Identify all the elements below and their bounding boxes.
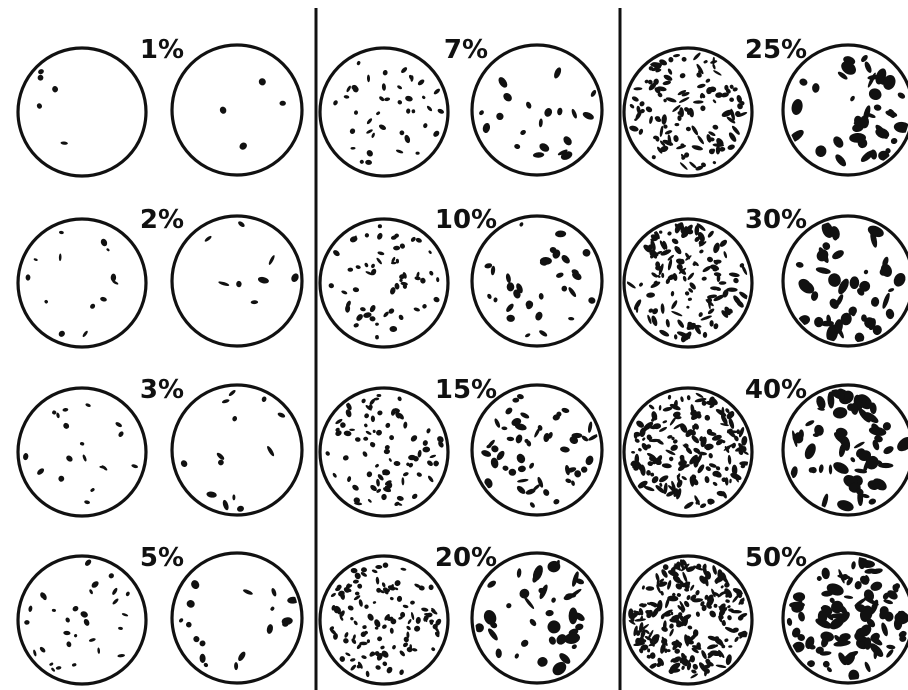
panel-1pct: 1% (18, 35, 302, 176)
panel-15pct: 15% (320, 375, 602, 516)
percentage-label: 20% (435, 543, 497, 573)
percentage-label: 15% (435, 375, 497, 405)
spot (809, 645, 815, 650)
percentage-label: 3% (140, 375, 184, 405)
sample-circle-coarse-spots (783, 45, 908, 175)
percentage-label: 25% (745, 35, 807, 65)
circle-outline (172, 385, 302, 515)
spot (382, 472, 386, 475)
sample-circle-coarse-spots (783, 216, 908, 346)
spot (375, 565, 382, 569)
percentage-label: 40% (745, 375, 807, 405)
sample-circle-fine-spots (320, 556, 448, 684)
circle-outline (18, 219, 146, 347)
sample-circle-coarse-spots (472, 553, 602, 683)
panel-5pct: 5% (18, 543, 302, 684)
spot (378, 224, 382, 228)
panel-grid: 1% 2% 3% 5% 7% 10% 15% 20% 25% 30% 40% 50% (18, 35, 908, 684)
sample-circle-coarse-spots (172, 45, 302, 175)
sample-circle-coarse-spots (172, 385, 302, 515)
panel-30pct: 30% (624, 205, 908, 347)
circle-outline (18, 48, 146, 176)
panel-50pct: 50% (624, 543, 908, 684)
spot (429, 585, 434, 591)
sample-circle-coarse-spots (472, 385, 602, 515)
sample-circle-coarse-spots (172, 216, 302, 346)
circle-outline (472, 216, 602, 346)
percentage-label: 30% (745, 205, 807, 235)
percentage-label: 7% (444, 35, 488, 65)
spot (232, 494, 235, 500)
circle-outline (320, 48, 448, 176)
sample-circle-fine-spots (320, 219, 448, 347)
sample-circle-coarse-spots (783, 385, 908, 515)
sample-circle-fine-spots (18, 48, 146, 176)
panel-20pct: 20% (320, 543, 602, 684)
sample-circle-coarse-spots (472, 216, 602, 346)
sample-circle-coarse-spots (472, 45, 602, 175)
sample-circle-fine-spots (624, 219, 752, 347)
panel-10pct: 10% (320, 205, 602, 347)
percentage-label: 10% (435, 205, 497, 235)
spot (675, 416, 682, 419)
sample-circle-fine-spots (624, 556, 752, 684)
circle-outline (320, 219, 448, 347)
circle-outline (472, 385, 602, 515)
sample-circle-fine-spots (18, 556, 146, 684)
circle-outline (172, 216, 302, 346)
sample-circle-fine-spots (624, 388, 752, 516)
sample-circle-fine-spots (320, 388, 448, 516)
sample-circle-fine-spots (624, 48, 752, 176)
panel-25pct: 25% (624, 35, 908, 176)
circle-outline (18, 388, 146, 516)
spot (280, 101, 286, 106)
panel-7pct: 7% (320, 35, 602, 176)
circle-outline (18, 556, 146, 684)
panel-40pct: 40% (624, 375, 908, 516)
sample-circle-fine-spots (18, 388, 146, 516)
sample-circle-coarse-spots (783, 553, 908, 683)
panel-2pct: 2% (18, 205, 302, 347)
percentage-label: 1% (140, 35, 184, 65)
percentage-label: 5% (140, 543, 184, 573)
panel-3pct: 3% (18, 375, 302, 516)
circle-outline (172, 45, 302, 175)
sample-circle-coarse-spots (172, 553, 302, 683)
percentage-label: 2% (140, 205, 184, 235)
sample-circle-fine-spots (18, 219, 146, 347)
sample-circle-fine-spots (320, 48, 448, 176)
percentage-label: 50% (745, 543, 807, 573)
